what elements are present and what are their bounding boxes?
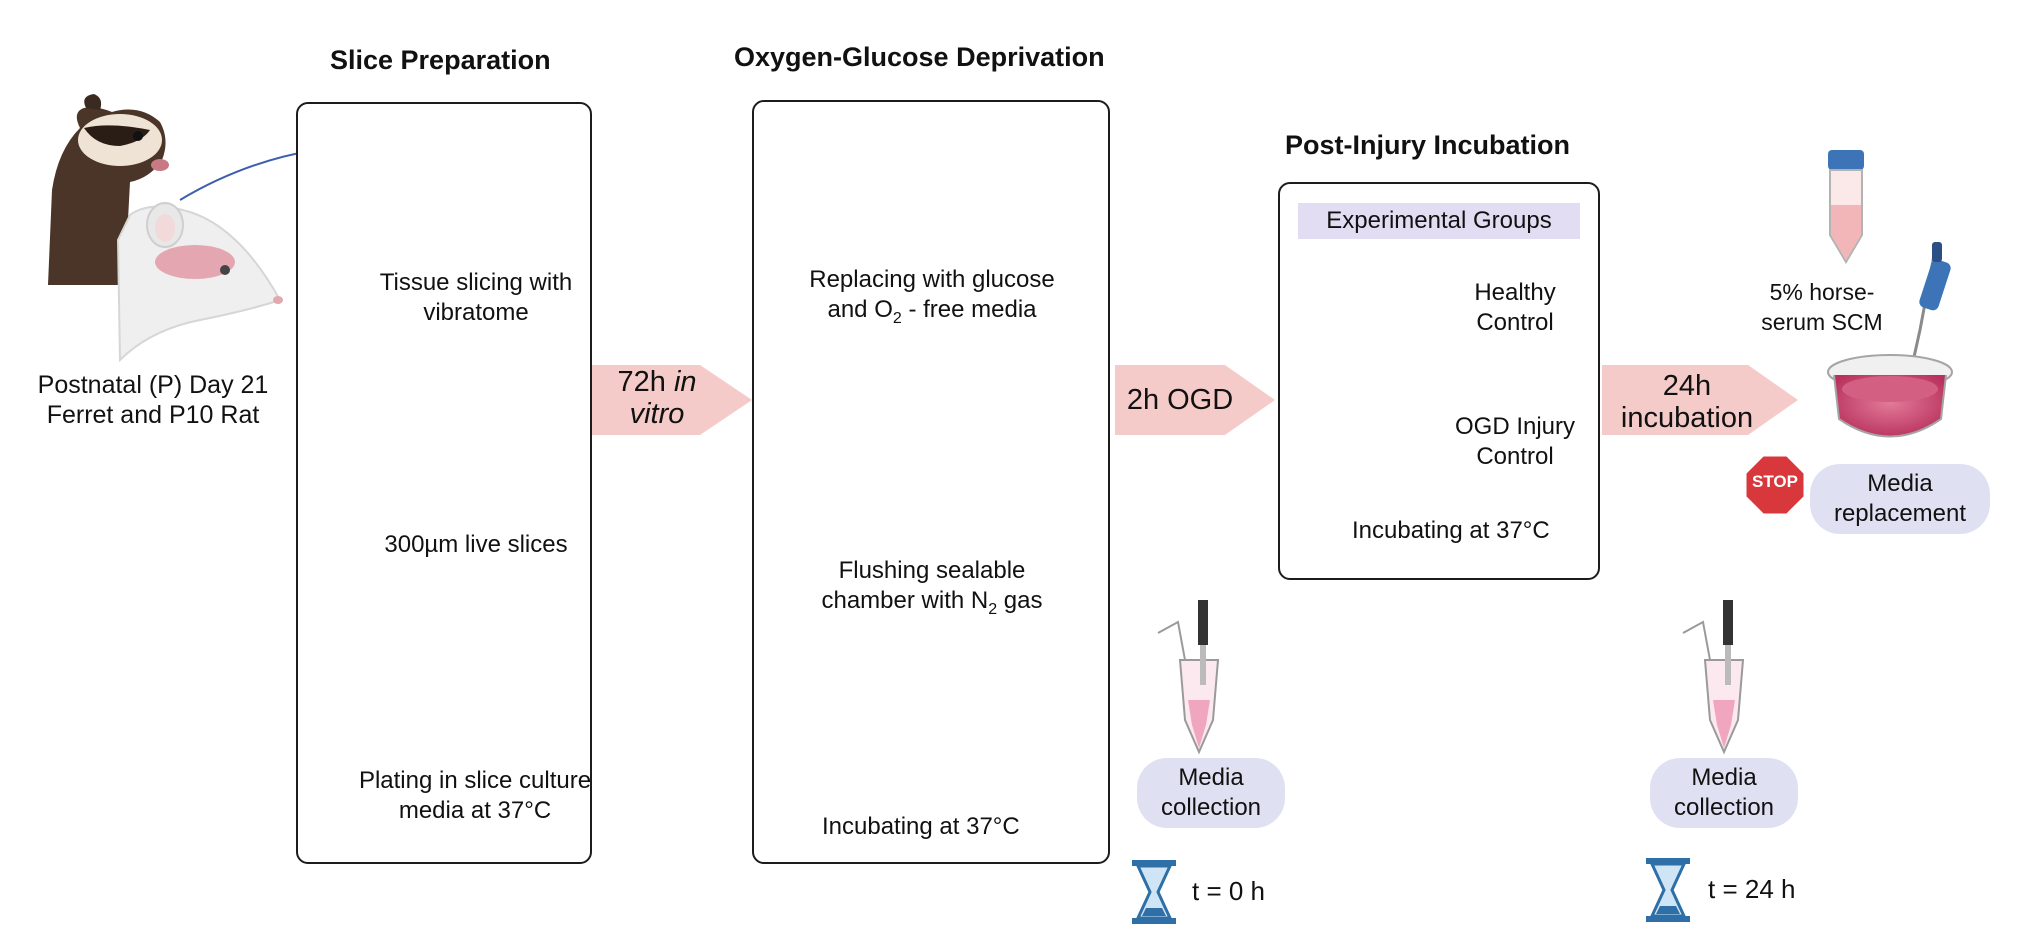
transition-24h-label: 24h incubation [1602,370,1772,434]
ogd-step-2-line-2: chamber with N2 gas [762,586,1102,625]
hourglass-icon [1646,858,1690,922]
source-line-2: Ferret and P10 Rat [46,401,260,429]
transition-arrow-2h [1115,365,1275,435]
slice-prep-step-1: Tissue slicing with vibratome [306,268,646,328]
ogd-step-2-text-b: gas [997,587,1043,614]
pipette-icon [1908,242,1951,376]
slice-prep-step-1-line-2: vibratome [423,299,529,326]
media-replacement-pill: Media replacement [1810,464,1990,534]
source-label: Postnatal (P) Day 21 Ferret and P10 Rat [28,370,278,430]
time-24h-label: t = 24 h [1708,874,1796,904]
media-replacement-line-1: Media [1867,470,1933,497]
ogd-step-2-line-1: Flushing sealable [838,557,1026,584]
slice-prep-step-2: 300µm live slices [384,531,568,558]
group-2-line-1: OGD Injury [1454,413,1576,440]
collection-0h-line-1: Media [1178,764,1244,791]
post-injury-title: Post-Injury Incubation [1285,130,1571,160]
source-line-1: Postnatal (P) Day 21 [37,371,269,399]
post-injury-panel [1278,182,1600,580]
ogd-step-1-text-a: and O [827,296,893,323]
slice-prep-step-3-line-1: Plating in slice culture [358,767,592,794]
ogd-step-1-line-1: Replacing with glucose [809,266,1055,293]
ogd-panel [752,100,1110,864]
transition-arrow-72h [592,365,752,435]
microtube-pipette-icon [1682,600,1745,755]
ogd-step-2-sub: 2 [988,600,998,618]
group-ogd-injury-control: OGD Injury Control [1440,412,1590,472]
group-2-line-2: Control [1476,443,1554,470]
transition-72h-vitro: vitro [629,398,685,430]
ogd-step-3: Incubating at 37°C [822,813,1020,840]
slice-prep-step-1-line-1: Tissue slicing with [379,269,573,296]
rat-icon [116,202,283,363]
slice-prep-panel [296,102,592,864]
transition-24h-line-2: incubation [1620,402,1754,434]
transition-2h-label: 2h OGD [1126,384,1234,416]
hourglass-icon [1132,860,1176,924]
ogd-step-1-line-2: and O2 - free media [762,295,1102,334]
collection-24h-line-1: Media [1691,764,1757,791]
post-injury-incubation: Incubating at 37°C [1352,517,1550,544]
experimental-groups-header: Experimental Groups [1298,203,1580,239]
horse-serum-label: 5% horse- serum SCM [1752,277,1892,337]
ferret-icon [48,94,169,285]
falcon-tube-icon [1828,150,1864,264]
group-1-line-2: Control [1476,309,1554,336]
ogd-title: Oxygen-Glucose Deprivation [734,42,1105,72]
media-collection-0h: Media collection [1137,758,1285,828]
slice-prep-step-3: Plating in slice culture media at 37°C [300,766,650,826]
collection-0h-line-2: collection [1160,794,1262,821]
transition-72h-number: 72h [617,366,666,398]
ogd-step-2-text-a: chamber with N [821,587,989,614]
group-healthy-control: Healthy Control [1440,278,1590,338]
media-collection-24h: Media collection [1650,758,1798,828]
group-1-line-1: Healthy [1474,279,1556,306]
transition-72h-label: 72h in vitro [592,366,722,430]
ogd-step-1: Replacing with glucose and O2 - free med… [762,265,1102,334]
horse-serum-line-1: 5% horse- [1769,279,1875,305]
stop-sign-icon [1743,453,1807,517]
transition-24h-line-1: 24h [1662,370,1712,402]
ogd-step-2: Flushing sealable chamber with N2 gas [762,556,1102,625]
transition-arrow-24h [1602,365,1798,435]
slice-prep-step-3-line-2: media at 37°C [398,797,552,824]
ogd-step-1-text-b: - free media [901,296,1037,323]
ogd-step-1-sub: 2 [892,309,902,327]
time-0h-label: t = 0 h [1192,876,1265,906]
transition-72h-in: in [673,366,697,398]
horse-serum-line-2: serum SCM [1761,309,1883,335]
stop-sign-label: STOP [1752,472,1798,491]
slice-prep-title: Slice Preparation [330,45,551,75]
collection-24h-line-2: collection [1673,794,1775,821]
microtube-pipette-icon [1157,600,1220,755]
media-replacement-line-2: replacement [1833,500,1967,527]
culture-dish-icon [1827,354,1953,438]
